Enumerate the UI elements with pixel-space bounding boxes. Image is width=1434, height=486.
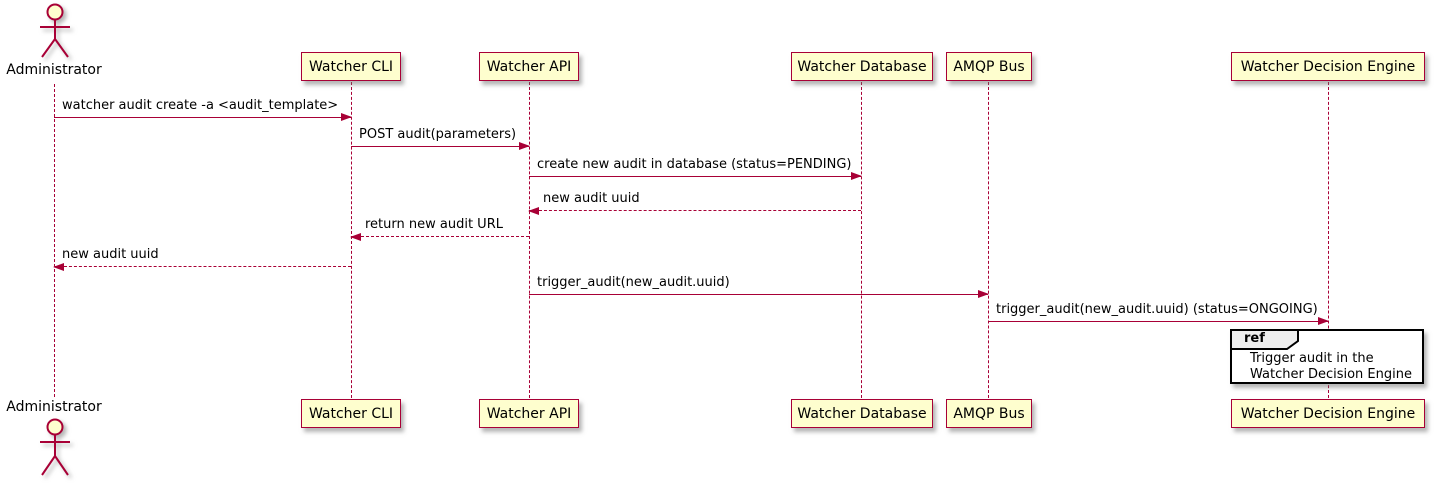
- arrowhead-icon: [53, 263, 64, 271]
- actor-label-bottom: Administrator: [6, 399, 102, 415]
- arrowhead-icon: [528, 207, 539, 215]
- message-label: create new audit in database (status=PEN…: [537, 157, 852, 172]
- lifeline-watcher-decision-engine: [1328, 82, 1329, 398]
- message-label: return new audit URL: [365, 217, 503, 232]
- arrowhead-icon: [851, 172, 862, 180]
- message-new-audit-uuid-db: new audit uuid: [528, 191, 861, 215]
- ref-body-line1: Trigger audit in the: [1250, 351, 1374, 366]
- message-label: watcher audit create -a <audit_template>: [62, 98, 339, 113]
- participant-label: Watcher Database: [797, 58, 927, 75]
- participant-bottom-amqp-bus: AMQP Bus: [946, 399, 1032, 428]
- message-return-new-audit-url: return new audit URL: [350, 217, 529, 241]
- message-trigger-audit: trigger_audit(new_audit.uuid): [529, 275, 989, 298]
- ref-header-shape: [1230, 329, 1299, 350]
- lifeline-administrator: [54, 84, 55, 397]
- participant-label: Watcher Decision Engine: [1240, 58, 1416, 75]
- participant-top-watcher-decision-engine: Watcher Decision Engine: [1231, 52, 1425, 81]
- participant-bottom-watcher-database: Watcher Database: [791, 399, 933, 428]
- participant-label: Watcher API: [486, 405, 572, 422]
- arrowhead-icon: [350, 233, 361, 241]
- participant-bottom-watcher-decision-engine: Watcher Decision Engine: [1231, 399, 1425, 428]
- message-label: trigger_audit(new_audit.uuid): [537, 275, 730, 290]
- message-trigger-audit-ongoing: trigger_audit(new_audit.uuid) (status=ON…: [988, 302, 1329, 325]
- participant-label: Watcher CLI: [308, 58, 394, 75]
- participant-bottom-watcher-api: Watcher API: [479, 399, 579, 428]
- participant-label: Watcher API: [486, 58, 572, 75]
- participant-label: Watcher CLI: [308, 405, 394, 422]
- arrowhead-icon: [341, 113, 352, 121]
- participant-label: AMQP Bus: [953, 405, 1025, 422]
- lifeline-watcher-database: [861, 82, 862, 398]
- ref-body-line2: Watcher Decision Engine: [1250, 366, 1412, 382]
- participant-top-amqp-bus: AMQP Bus: [946, 52, 1032, 81]
- message-label: new audit uuid: [543, 191, 640, 206]
- participant-top-watcher-database: Watcher Database: [791, 52, 933, 81]
- actor-icon: [40, 418, 70, 476]
- participant-label: AMQP Bus: [953, 58, 1025, 75]
- lifeline-watcher-api: [529, 82, 530, 398]
- message-post-audit: POST audit(parameters): [351, 127, 530, 150]
- participant-top-watcher-api: Watcher API: [479, 52, 579, 81]
- message-new-audit-uuid-admin: new audit uuid: [53, 247, 351, 271]
- message-watcher-audit-create: watcher audit create -a <audit_template>: [54, 98, 352, 121]
- actor-icon: [40, 3, 70, 58]
- arrowhead-icon: [1318, 317, 1329, 325]
- arrowhead-icon: [978, 290, 989, 298]
- message-label: POST audit(parameters): [359, 127, 517, 142]
- participant-label: Watcher Decision Engine: [1240, 405, 1416, 422]
- message-label: new audit uuid: [62, 247, 159, 262]
- ref-body: Trigger audit in the Watcher Decision En…: [1250, 351, 1412, 382]
- lifeline-amqp-bus: [988, 82, 989, 398]
- participant-label: Watcher Database: [797, 405, 927, 422]
- ref-keyword: ref: [1244, 331, 1265, 346]
- ref-fragment: ref Trigger audit in the Watcher Decisio…: [1230, 329, 1424, 384]
- participant-bottom-watcher-cli: Watcher CLI: [301, 399, 401, 428]
- arrowhead-icon: [519, 142, 530, 150]
- message-label: trigger_audit(new_audit.uuid) (status=ON…: [996, 302, 1318, 317]
- actor-label-top: Administrator: [6, 62, 102, 78]
- message-create-new-audit: create new audit in database (status=PEN…: [529, 157, 862, 180]
- participant-top-watcher-cli: Watcher CLI: [301, 52, 401, 81]
